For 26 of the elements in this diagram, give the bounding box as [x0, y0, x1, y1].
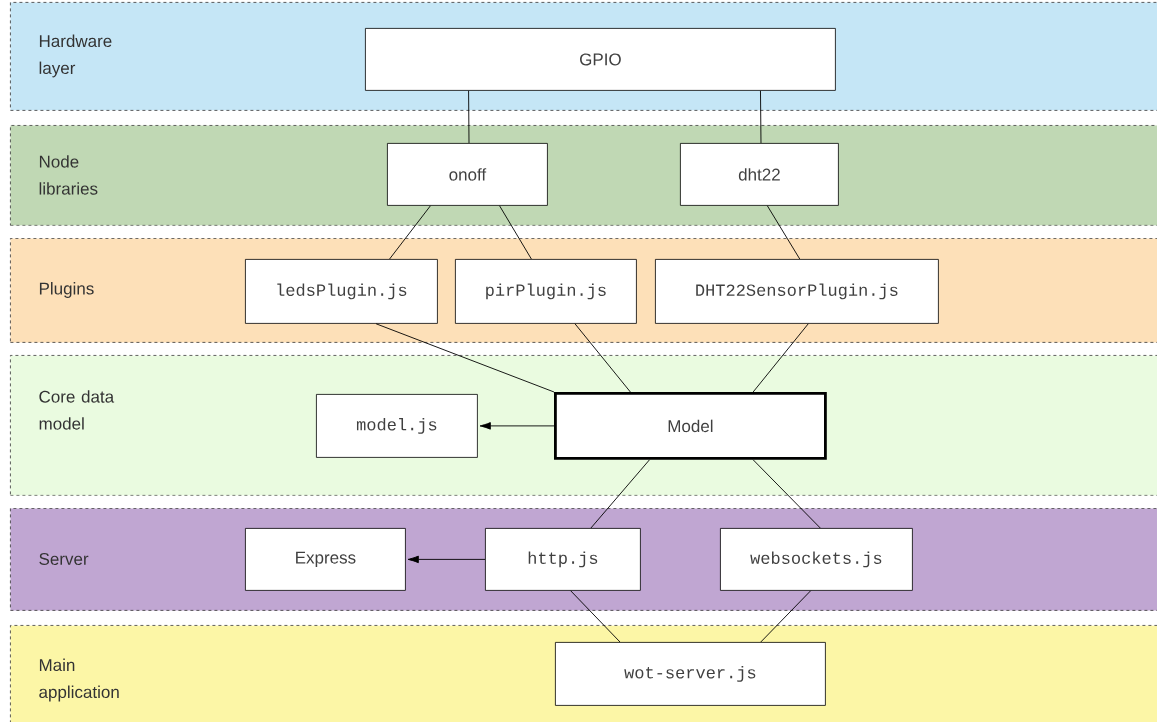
model-box: Model [554, 392, 827, 460]
connector-line [760, 590, 812, 643]
connector-line [375, 323, 555, 393]
module-box: http.js [485, 528, 641, 591]
connector-line [766, 205, 801, 260]
module-box: wot-server.js [555, 642, 826, 706]
module-box: pirPlugin.js [455, 259, 637, 324]
module-box: dht22 [680, 143, 839, 206]
module-box: GPIO [365, 28, 836, 91]
module-box: model.js [316, 394, 478, 458]
module-box: websockets.js [720, 528, 913, 591]
connector-line [590, 459, 650, 529]
connector-line [574, 323, 631, 393]
connector-line [752, 459, 821, 529]
arrow [479, 422, 555, 430]
module-box: Express [245, 528, 406, 591]
connector-line [389, 205, 431, 260]
connector-line [752, 323, 809, 393]
module-box: onoff [387, 143, 548, 206]
connector-line [499, 205, 532, 260]
connector-line [570, 590, 621, 643]
arrow [407, 555, 486, 564]
connector-line [760, 90, 762, 144]
connector-line [468, 90, 470, 144]
module-box: ledsPlugin.js [245, 259, 438, 324]
module-box: DHT22SensorPlugin.js [655, 259, 939, 324]
